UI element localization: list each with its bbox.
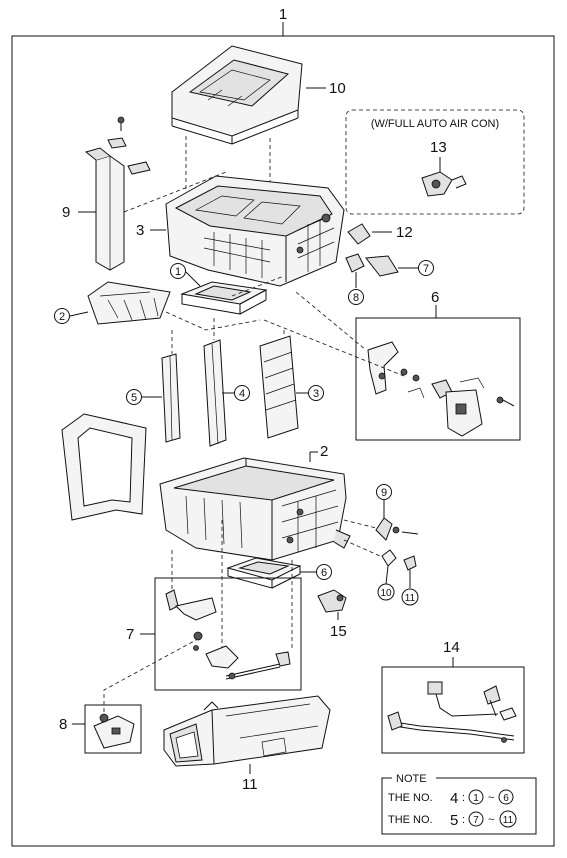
note-title: NOTE [396,773,427,785]
note-line2-to: 11 [503,815,514,826]
note-line2-from: 7 [473,815,479,826]
auto-aircon-title: (W/FULL AUTO AIR CON) [371,118,499,130]
seal-frame [61,413,147,521]
svg-text:3: 3 [313,388,319,400]
note-box: NOTE THE NO. 4 : 1 ~ 6 THE NO. 5 : 7 ~ 1… [381,773,537,835]
callout-circled-5: 5 [126,389,142,405]
svg-text:1: 1 [175,266,181,278]
callout-circled-7: 7 [418,260,434,276]
label-15: 15 [330,623,347,640]
callout-circled-1: 1 [170,263,186,279]
note-line2-prefix: THE NO. [388,814,433,826]
clip [107,137,127,149]
label-10: 10 [329,80,346,97]
label-9: 9 [62,204,70,221]
label-1: 1 [279,6,287,23]
callout-circled-4: 4 [234,385,250,401]
label-12: 12 [396,224,413,241]
part-8-actuator [93,713,135,749]
part-11-lower-duct [163,695,331,767]
label-11: 11 [242,776,258,793]
svg-text:8: 8 [353,292,359,304]
svg-text::: : [462,792,465,804]
note-line1-no: 4 [450,790,458,807]
note-line1-from: 1 [473,793,479,804]
part-2-lower-case [159,457,351,561]
svg-text:~: ~ [488,792,494,804]
part-12-grommet [347,223,371,245]
circled-4-door [203,339,227,447]
label-6: 6 [431,289,439,306]
label-8: 8 [59,716,67,733]
svg-text:10: 10 [380,588,392,599]
svg-text:11: 11 [405,593,416,604]
box-6 [355,317,521,441]
callout-circled-2: 2 [54,308,70,324]
svg-text:6: 6 [321,567,327,579]
part-14-wiring-harness [387,681,517,743]
label-2: 2 [320,443,328,460]
label-3: 3 [136,222,144,239]
circled-7-part [365,255,399,277]
part-10-intake-duct [171,45,303,145]
callout-circled-8: 8 [348,289,364,305]
callout-circled-9: 9 [376,484,392,500]
svg-text:5: 5 [131,392,137,404]
screw-small [117,116,125,131]
circled-5-door [161,353,181,443]
lower-lever-assembly [375,517,419,571]
svg-text:~: ~ [488,814,494,826]
box-8 [84,704,142,754]
circled-6-lower-door [226,557,302,589]
box-7 [154,577,302,691]
svg-text:7: 7 [423,263,429,275]
part-9-side-duct [84,147,125,271]
callout-circled-11: 11 [401,588,419,606]
callout-circled-10: 10 [377,583,395,601]
svg-text::: : [462,814,465,826]
part-13-sensor [421,171,467,197]
note-line1-prefix: THE NO. [388,792,433,804]
label-7: 7 [126,626,134,643]
clip [127,161,151,175]
part-7-link-assembly [165,589,291,680]
circled-3-evaporator [259,335,299,439]
svg-text:9: 9 [381,487,387,499]
auto-aircon-box [345,109,525,215]
callout-circled-6: 6 [316,564,332,580]
label-13: 13 [430,139,447,156]
svg-text:4: 4 [239,388,245,400]
svg-text:2: 2 [59,311,65,323]
circled-1-door [180,281,268,315]
circled-2-flap [87,281,171,325]
note-line2-no: 5 [450,812,458,829]
label-14: 14 [443,639,460,656]
part-6-link-assembly [367,341,515,437]
part-3-upper-case [165,175,345,287]
part-15-actuator [317,589,347,613]
note-line1-to: 6 [503,793,509,804]
callout-circled-3: 3 [308,385,324,401]
circled-8-part [345,253,365,273]
